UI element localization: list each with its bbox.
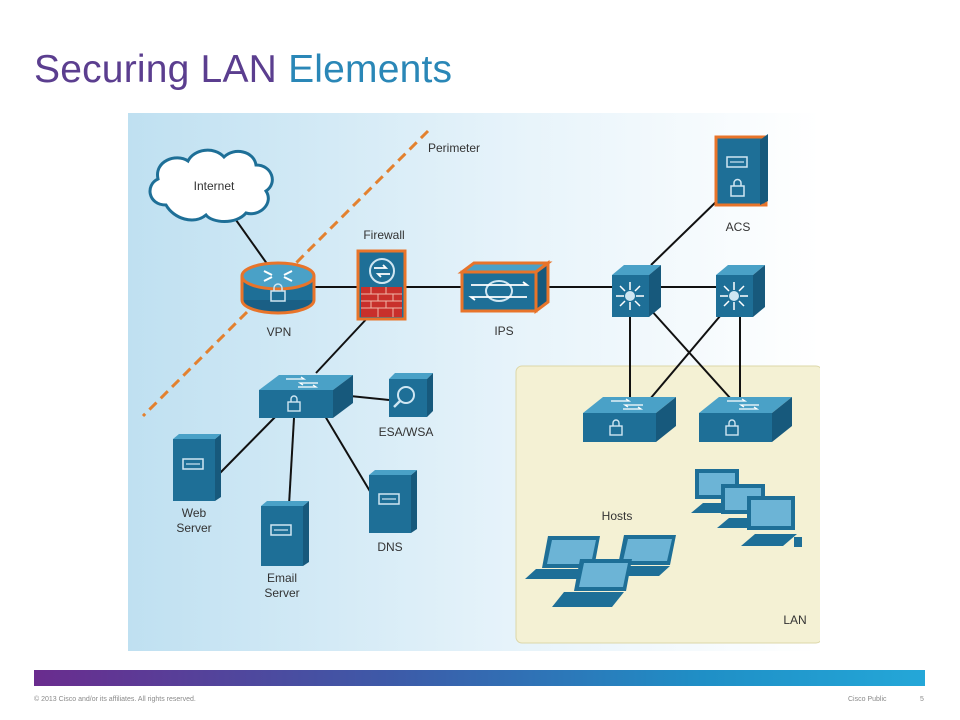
multilayer-switch-1-icon <box>612 265 661 317</box>
network-diagram: Perimeter Internet VPN Firewall IPS <box>128 113 820 651</box>
web-server-icon <box>173 434 221 501</box>
title-part-securing: Securing LAN <box>34 48 289 91</box>
firewall-icon <box>356 249 407 321</box>
internet-label: Internet <box>194 179 235 193</box>
link-dmzswitch-web <box>219 408 284 474</box>
perimeter-label: Perimeter <box>428 141 480 155</box>
dmz-switch-icon <box>259 375 353 418</box>
dns-server-icon <box>369 470 417 533</box>
laptop-host-3-icon <box>552 559 632 607</box>
slide-title: Securing LAN Elements <box>34 46 452 94</box>
link-dmzswitch-dns <box>324 415 372 494</box>
ips-label: IPS <box>494 324 513 338</box>
esa-wsa-icon <box>389 373 433 417</box>
page-number: 5 <box>920 696 924 703</box>
multilayer-switch-2-icon <box>716 265 765 317</box>
desktop-host-3-icon <box>741 496 802 547</box>
link-dmzswitch-esa <box>349 395 390 401</box>
hosts-label: Hosts <box>602 509 633 523</box>
dns-label: DNS <box>377 540 402 554</box>
copyright-text: © 2013 Cisco and/or its affiliates. All … <box>34 696 196 703</box>
acs-label: ACS <box>726 220 751 234</box>
email-server-label-line1: Email <box>267 571 297 585</box>
web-server-label-line2: Server <box>176 521 211 535</box>
acs-server-icon <box>714 134 768 207</box>
email-server-label-line2: Server <box>264 586 299 600</box>
email-server-icon <box>261 501 309 566</box>
firewall-label: Firewall <box>363 228 404 242</box>
link-dmzswitch-email <box>288 417 295 506</box>
lan-label: LAN <box>783 613 806 627</box>
link-switch1-acs <box>650 197 721 266</box>
footer-bar <box>34 670 925 686</box>
laptop-host-2-icon <box>601 535 676 576</box>
esa-wsa-label: ESA/WSA <box>379 425 434 439</box>
ips-icon <box>457 260 553 314</box>
vpn-router-icon <box>240 261 316 315</box>
link-switch2-lanswitch1 <box>649 308 727 400</box>
lan-switch-2-icon <box>699 397 792 442</box>
connections <box>219 197 741 506</box>
vpn-label: VPN <box>267 325 292 339</box>
link-firewall-dmzswitch <box>315 312 373 374</box>
title-part-elements: Elements <box>288 48 453 91</box>
internet-cloud-icon <box>148 148 274 223</box>
lan-switch-1-icon <box>583 397 676 442</box>
link-switch1-lanswitch2 <box>649 308 732 400</box>
web-server-label-line1: Web <box>182 506 207 520</box>
classification-text: Cisco Public <box>848 696 887 703</box>
